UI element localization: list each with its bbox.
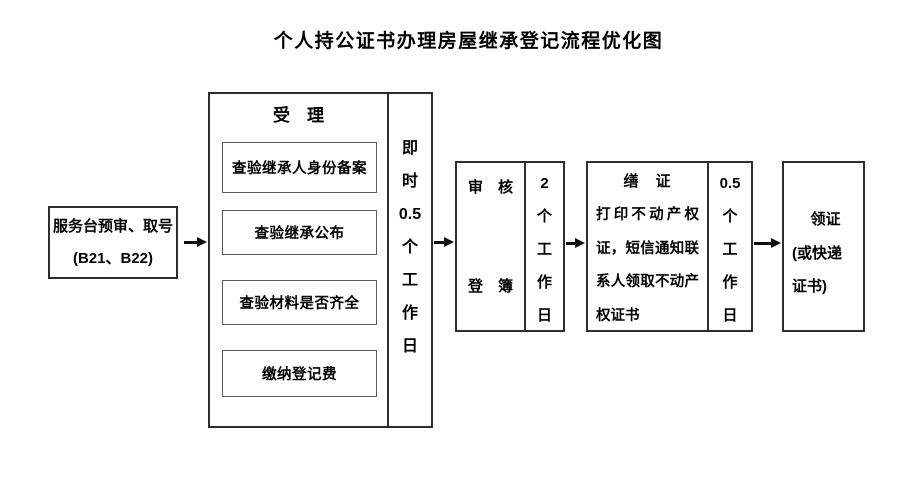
acceptance-step-2: 查验继承公布 [222, 210, 377, 255]
duration-char: 作 [401, 305, 418, 322]
review-duration-column: 2 个 工 作 日 [526, 163, 563, 330]
receive-line: 证书) [792, 278, 827, 295]
start-box-line2: (B21、B22) [72, 249, 154, 267]
certificate-line: 证，短信通知联 [596, 240, 699, 257]
duration-char: 个 [536, 208, 552, 225]
start-box: 服务台预审、取号 (B21、B22) [48, 206, 178, 279]
acceptance-box: 受 理 查验继承人身份备案 查验继承公布 查验材料是否齐全 缴纳登记费 即 时 … [208, 92, 433, 428]
acceptance-step-3: 查验材料是否齐全 [222, 280, 377, 325]
acceptance-step-4: 缴纳登记费 [222, 350, 377, 397]
flow-arrow-2 [434, 241, 444, 244]
certificate-description: 打印不动产权 证，短信通知联 系人领取不动产 权证书 [596, 199, 699, 330]
duration-char: 即 [401, 140, 418, 157]
certificate-box: 缮 证 打印不动产权 证，短信通知联 系人领取不动产 权证书 0.5 个 工 作… [586, 161, 753, 332]
duration-char: 时 [401, 173, 418, 190]
review-main: 审 核 登 簿 [457, 163, 526, 330]
receive-line: 领证 [810, 211, 841, 228]
acceptance-header: 受 理 [273, 106, 324, 125]
certificate-main: 缮 证 打印不动产权 证，短信通知联 系人领取不动产 权证书 [588, 163, 709, 330]
duration-char: 2 [540, 175, 549, 192]
start-box-line1: 服务台预审、取号 [52, 217, 173, 235]
duration-char: 工 [722, 241, 738, 258]
certificate-line: 权证书 [596, 307, 640, 324]
duration-char: 个 [401, 239, 418, 256]
certificate-line: 系人领取不动产 [596, 274, 699, 290]
duration-char: 个 [722, 208, 738, 225]
duration-char: 工 [401, 272, 418, 289]
review-box: 审 核 登 簿 2 个 工 作 日 [455, 161, 565, 332]
page-title: 个人持公证书办理房屋继承登记流程优化图 [273, 31, 664, 52]
acceptance-step-1: 查验继承人身份备案 [222, 142, 377, 193]
duration-char: 0.5 [398, 206, 422, 223]
certificate-duration-column: 0.5 个 工 作 日 [709, 163, 751, 330]
review-label-bottom: 登 簿 [467, 278, 513, 295]
certificate-line: 打印不动产权 [596, 207, 699, 223]
receive-line: (或快递 [792, 244, 842, 262]
review-label-top: 审 核 [467, 179, 513, 196]
duration-char: 0.5 [719, 175, 741, 192]
acceptance-duration-column: 即 时 0.5 个 工 作 日 [387, 94, 431, 426]
duration-char: 日 [722, 307, 738, 324]
duration-char: 工 [536, 241, 552, 258]
flow-arrow-3 [566, 242, 575, 245]
receive-box: 领证 (或快递 证书) [782, 161, 865, 332]
flow-arrow-4 [754, 242, 771, 245]
duration-char: 日 [401, 338, 418, 355]
flow-arrow-1 [184, 241, 197, 244]
duration-char: 日 [536, 307, 552, 324]
certificate-header: 缮 证 [623, 173, 672, 190]
duration-char: 作 [536, 274, 552, 291]
duration-char: 作 [722, 274, 738, 291]
